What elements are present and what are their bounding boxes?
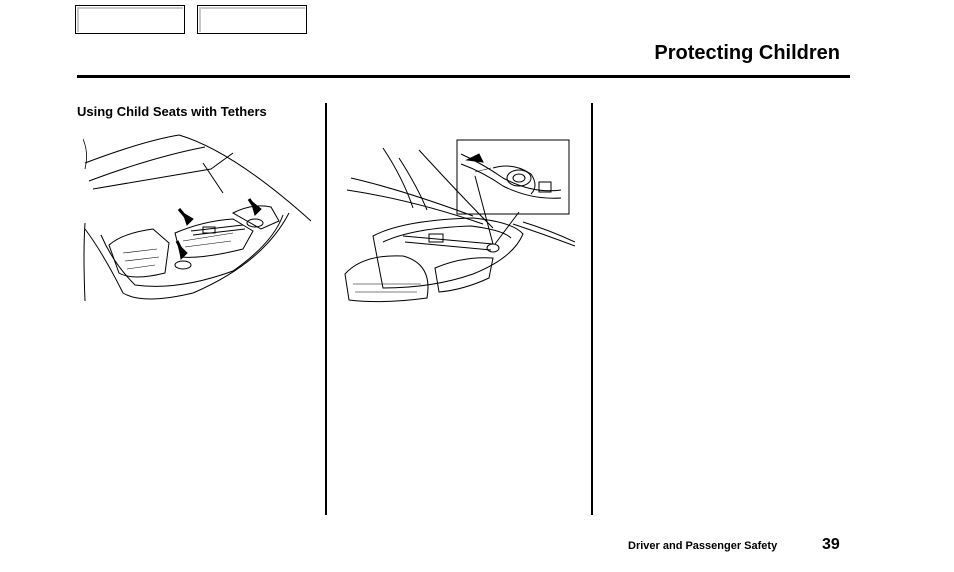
footer-section-title: Driver and Passenger Safety	[628, 540, 778, 552]
rear-shelf-anchor-illustration	[83, 134, 311, 302]
tether-hook-illustration	[344, 139, 575, 303]
page-number: 39	[822, 536, 840, 553]
title-rule	[77, 75, 850, 78]
column-divider	[591, 103, 593, 515]
column-divider	[325, 103, 327, 515]
page-title: Protecting Children	[654, 42, 840, 64]
section-heading: Using Child Seats with Tethers	[77, 104, 267, 119]
nav-button-contents[interactable]	[75, 5, 185, 34]
nav-button-index[interactable]	[197, 5, 307, 34]
